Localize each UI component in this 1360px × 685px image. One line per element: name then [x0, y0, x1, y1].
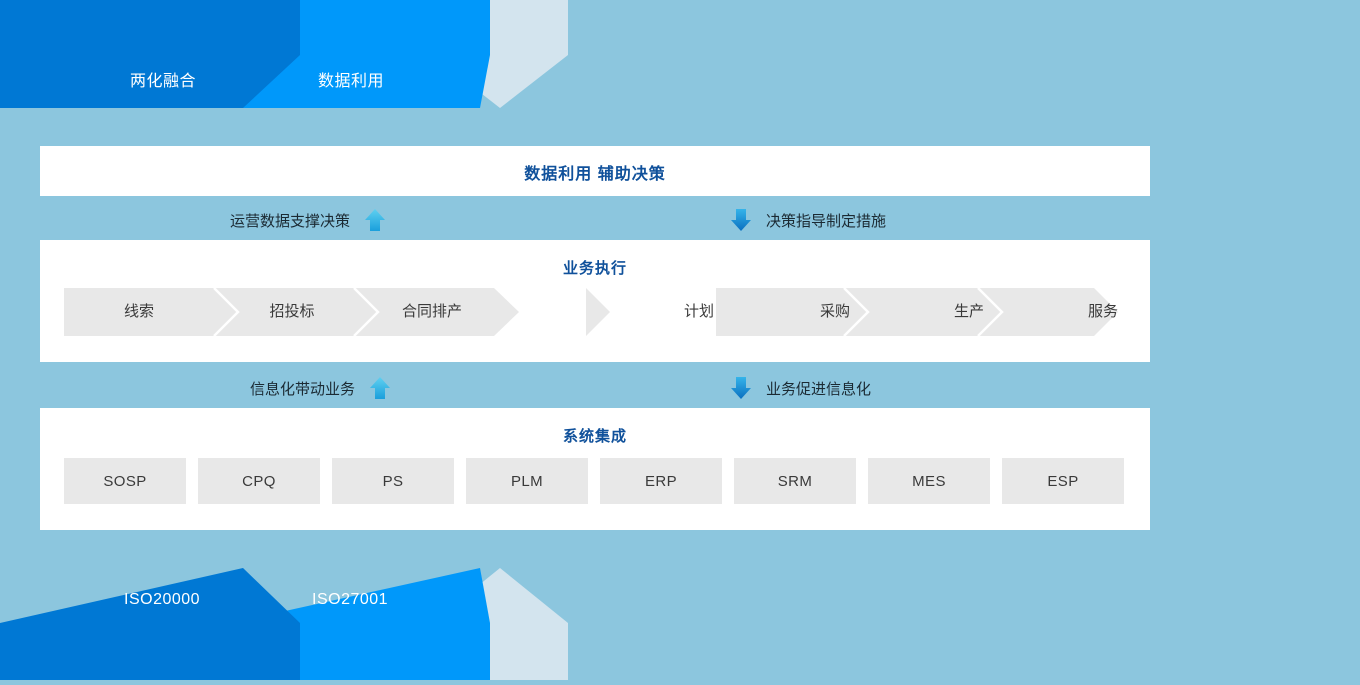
business-step-label-fuwu[interactable]: 服务 [1087, 303, 1118, 320]
arrow-down-icon [731, 377, 751, 399]
arrow-down-icon [731, 209, 751, 231]
business-step-label-hetongpaichan[interactable]: 合同排产 [401, 303, 462, 320]
chevron-chain-left [64, 288, 519, 336]
system-box-cpq[interactable]: CPQ [198, 458, 320, 504]
business-step-label-xiansuo[interactable]: 线索 [123, 303, 154, 320]
bottom-banner-shapes [0, 568, 568, 680]
system-box-erp[interactable]: ERP [600, 458, 722, 504]
business-step-label-zhaotoubiao[interactable]: 招投标 [269, 303, 315, 320]
bottom-banner: ISO20000 ISO27001 [0, 568, 1360, 680]
business-execution-panel: 业务执行 线索 招投标 合同排产 计划 采购 生产 服务 [40, 240, 1150, 362]
business-execution-heading: 业务执行 [562, 260, 627, 277]
page-title: 数据利用 辅助决策 [524, 166, 666, 183]
relation-row-decision: 运营数据支撑决策 决策指导制定措施 [40, 198, 1150, 242]
business-step-label-jihua[interactable]: 计划 [683, 303, 714, 320]
relation-right-2: 业务促进信息化 [730, 366, 871, 410]
top-banner-shapes [0, 0, 568, 108]
bottom-banner-shape-dark [0, 568, 300, 680]
system-integration-panel: 系统集成 SOSP CPQ PS PLM ERP SRM MES ESP [40, 408, 1150, 530]
relation-left-label-2: 信息化带动业务 [250, 380, 356, 398]
relation-right-label-2: 业务促进信息化 [766, 380, 872, 398]
relation-right-1: 决策指导制定措施 [730, 198, 886, 242]
arrow-up-icon [365, 209, 386, 231]
system-box-mes[interactable]: MES [868, 458, 990, 504]
system-box-esp[interactable]: ESP [1002, 458, 1124, 504]
relation-left-label-1: 运营数据支撑决策 [230, 212, 351, 230]
system-box-ps[interactable]: PS [332, 458, 454, 504]
system-box-srm[interactable]: SRM [734, 458, 856, 504]
top-banner-shape-dark [0, 0, 300, 108]
system-integration-heading: 系统集成 [562, 428, 627, 445]
relation-left-2: 信息化带动业务 [250, 366, 391, 410]
business-process-right-group [586, 288, 1126, 336]
system-box-sosp[interactable]: SOSP [64, 458, 186, 504]
arrow-up-icon [370, 377, 391, 399]
relation-left-1: 运营数据支撑决策 [230, 198, 386, 242]
business-step-label-caigou[interactable]: 采购 [819, 303, 850, 320]
chevron-chain-right [586, 288, 1118, 336]
business-step-label-shengchan[interactable]: 生产 [953, 303, 984, 320]
title-panel: 数据利用 辅助决策 [40, 146, 1150, 196]
top-banner: 两化融合 数据利用 [0, 0, 1360, 108]
relation-right-label-1: 决策指导制定措施 [766, 212, 887, 230]
system-box-plm[interactable]: PLM [466, 458, 588, 504]
relation-row-informatization: 信息化带动业务 业务促进信息化 [40, 366, 1150, 410]
business-process-left-group [64, 288, 534, 336]
